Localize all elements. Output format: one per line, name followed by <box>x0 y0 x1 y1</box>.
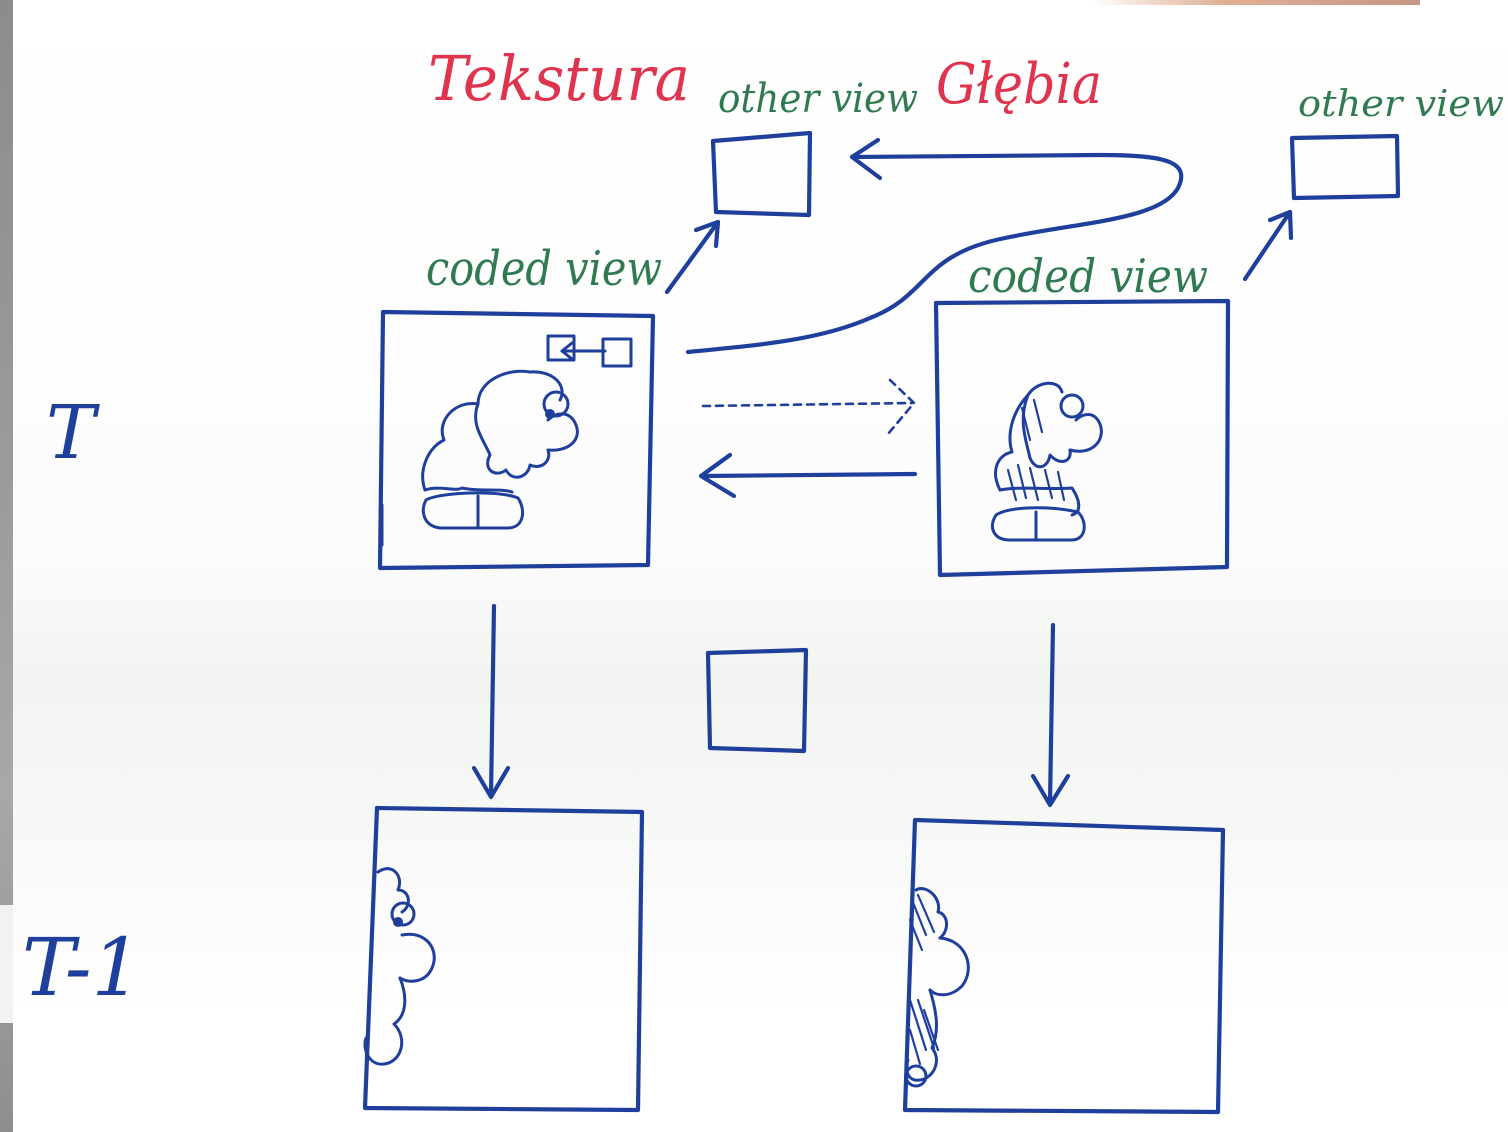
arrow-depth-t-to-t-minus-1 <box>1030 622 1071 808</box>
arrow-coded-to-other-texture <box>664 219 721 295</box>
dashed-arrow-texture-to-depth <box>701 378 916 436</box>
arrow-depth-to-texture-other-view <box>685 137 1184 355</box>
arrow-texture-t-to-t-minus-1 <box>471 603 511 800</box>
block-match-indicator <box>546 334 633 368</box>
coded-view-texture-frame <box>377 309 656 571</box>
row-label-current: T <box>46 390 100 476</box>
reference-frame-texture-t-minus-1 <box>362 805 645 1113</box>
row-label-previous: T-1 <box>22 921 142 1014</box>
reference-frame-depth-t-minus-1 <box>902 817 1226 1115</box>
sheep-sketch-texture-t-minus-1 <box>363 867 436 1066</box>
label-coded-view-texture: coded view <box>426 241 662 297</box>
coded-view-depth-frame <box>933 298 1231 578</box>
other-view-box-depth <box>1289 133 1401 201</box>
sheep-sketch-depth-t <box>991 381 1103 542</box>
arrow-depth-to-texture <box>698 452 918 499</box>
whiteboard-frame-edge <box>0 0 13 1132</box>
label-other-view-texture: other view <box>718 76 918 122</box>
heading-texture: Tekstura <box>428 42 690 115</box>
heading-depth: Głębia <box>936 52 1102 117</box>
sheep-sketch-texture-t <box>380 369 579 547</box>
frame-edge-gap <box>0 905 13 1023</box>
sheep-sketch-depth-t-minus-1 <box>904 887 970 1088</box>
label-other-view-depth: other view <box>1298 84 1504 125</box>
label-coded-view-depth: coded view <box>968 249 1208 303</box>
top-edge-strip <box>1090 0 1420 5</box>
middle-block-box <box>705 647 809 754</box>
arrow-coded-to-other-depth <box>1242 209 1294 282</box>
other-view-box-texture <box>710 130 813 218</box>
